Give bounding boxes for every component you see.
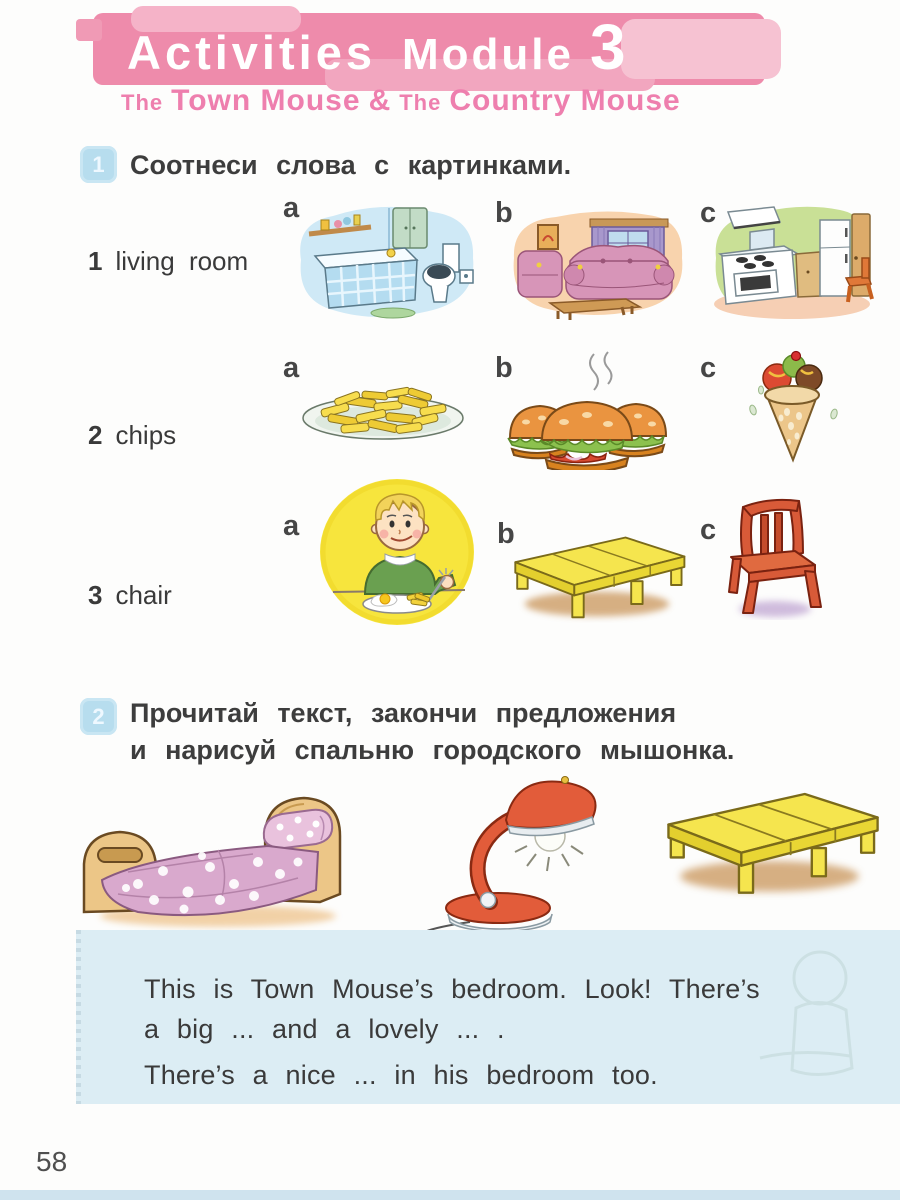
reading-text-box: This is Town Mouse’s bedroom. Look! Ther… [76,930,900,1104]
subtitle-the: The [121,90,164,115]
page-number: 58 [36,1146,68,1177]
title-word-activities: Activities [127,26,376,79]
option-letter-1a: a [283,192,300,224]
option-letter-3b: b [497,518,515,550]
banner-patch [325,59,655,91]
word-text: living room [115,246,249,276]
option-letter-3c: c [700,514,717,546]
subtitle-the: The [399,90,442,115]
option-letter-2b: b [495,352,513,384]
kitchen-illustration [714,206,874,319]
bleed-through-ghost [759,950,854,1076]
subtitle-country-mouse: Country Mouse [449,84,681,117]
bed-illustration [82,796,342,927]
page-bottom-strip [0,1190,900,1200]
banner-patch [131,6,301,32]
red-chair-illustration [728,498,822,617]
reading-line-1: This is Town Mouse’s bedroom. Look! Ther… [144,974,760,1004]
page-title: Activities Module 3 [127,13,626,85]
burgers-illustration [507,351,668,470]
reading-line-2: a big ... and a lovely ... . [144,1014,505,1044]
option-letter-3a: a [283,510,300,542]
chips-illustration [302,386,464,440]
word-number: 1 [88,246,103,276]
ice-cream-illustration [749,350,838,463]
exercise1-badge: 1 [80,146,117,183]
lamp-illustration [416,776,597,943]
exercise2-instruction-line2: и нарисуй спальню городского мышонка. [130,735,735,765]
option-letter-1c: c [700,197,717,229]
option-letter-2a: a [283,352,300,384]
subtitle-town-mouse: Town Mouse [171,84,361,117]
yellow-table-large-illustration [667,792,879,894]
exercise2-badge: 2 [80,698,117,735]
header-banner: Activities Module 3 [76,6,781,91]
title-word-module: Module [401,30,574,79]
banner-patch [621,19,781,79]
title-module-number: 3 [589,11,626,83]
word-text: chips [115,420,177,450]
bathroom-illustration [300,206,474,319]
boy-eating-illustration [320,479,474,625]
option-letter-1b: b [495,197,513,229]
word-text: chair [115,580,172,610]
option-letter-2c: c [700,352,717,384]
exercise2-instruction-line1: Прочитай текст, закончи предложения [130,698,677,728]
banner-patch [76,19,102,41]
reading-line-3: There’s a nice ... in his bedroom too. [144,1060,658,1090]
match-word-chair: 3 chair [88,580,172,611]
word-number: 3 [88,580,103,610]
subtitle-ampersand: & [368,84,392,117]
torn-edge [76,930,81,1104]
exercise1-instruction: Соотнеси слова с картинками. [130,150,572,180]
word-number: 2 [88,420,103,450]
yellow-table-illustration [514,536,686,619]
match-word-living-room: 1 living room [88,246,248,277]
living-room-illustration [513,211,683,320]
match-word-chips: 2 chips [88,420,176,451]
